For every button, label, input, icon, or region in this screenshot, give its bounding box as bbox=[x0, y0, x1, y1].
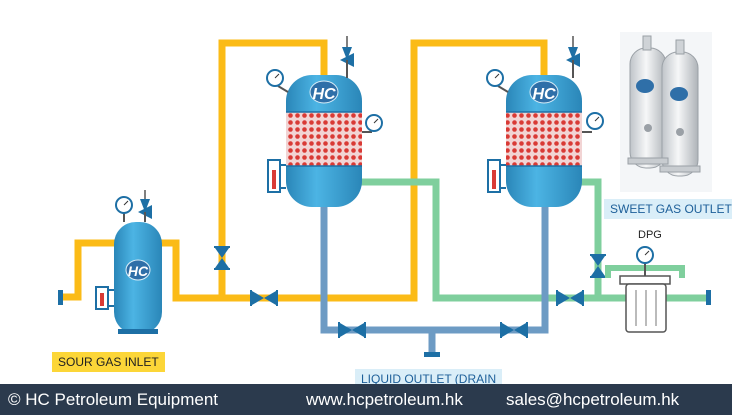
valve-vertical-left[interactable] bbox=[214, 246, 230, 270]
outlet-flange bbox=[706, 290, 711, 305]
footer-website[interactable]: www.hcpetroleum.hk bbox=[306, 390, 463, 409]
sweet-gas-outlet-label: SWEET GAS OUTLET bbox=[604, 199, 732, 219]
contactor-tower-1: HC bbox=[267, 75, 362, 207]
relief-valve-separator bbox=[138, 190, 152, 222]
relief-valve-tower-2 bbox=[566, 36, 580, 78]
drain-outlet-flange bbox=[424, 352, 440, 357]
inlet-separator: HC bbox=[95, 222, 162, 334]
pressure-gauge-separator bbox=[115, 196, 133, 222]
relief-valve-tower-1 bbox=[340, 36, 354, 78]
logo-text-tower-2: HC bbox=[532, 86, 556, 103]
inlet-flange bbox=[58, 290, 63, 305]
valve-vertical-right[interactable] bbox=[590, 254, 606, 278]
pressure-gauge-tower-2-top bbox=[486, 69, 509, 93]
valve-inlet[interactable] bbox=[250, 290, 278, 306]
pressure-gauge-tower-1-side bbox=[362, 114, 383, 133]
contactor-tower-2: HC bbox=[487, 75, 582, 207]
valve-drain-left[interactable] bbox=[338, 322, 366, 338]
logo-text-tower-1: HC bbox=[312, 86, 336, 103]
dpg-label: DPG bbox=[634, 226, 666, 244]
footer-email[interactable]: sales@hcpetroleum.hk bbox=[506, 390, 680, 409]
footer-company: © HC Petroleum Equipment bbox=[8, 390, 219, 409]
drain-piping bbox=[320, 205, 549, 352]
dpg-gauge bbox=[636, 246, 654, 276]
pressure-gauge-tower-2-side bbox=[582, 112, 604, 133]
process-diagram: HC HC bbox=[58, 32, 712, 357]
valve-sweet-outlet[interactable] bbox=[556, 290, 584, 306]
footer-bar: © HC Petroleum Equipment www.hcpetroleum… bbox=[0, 384, 732, 415]
pressure-gauge-tower-1-top bbox=[266, 69, 289, 93]
logo-text-separator: HC bbox=[128, 263, 149, 279]
product-photo bbox=[620, 32, 712, 192]
sour-gas-inlet-label: SOUR GAS INLET bbox=[52, 352, 165, 372]
valve-drain-right[interactable] bbox=[500, 322, 528, 338]
